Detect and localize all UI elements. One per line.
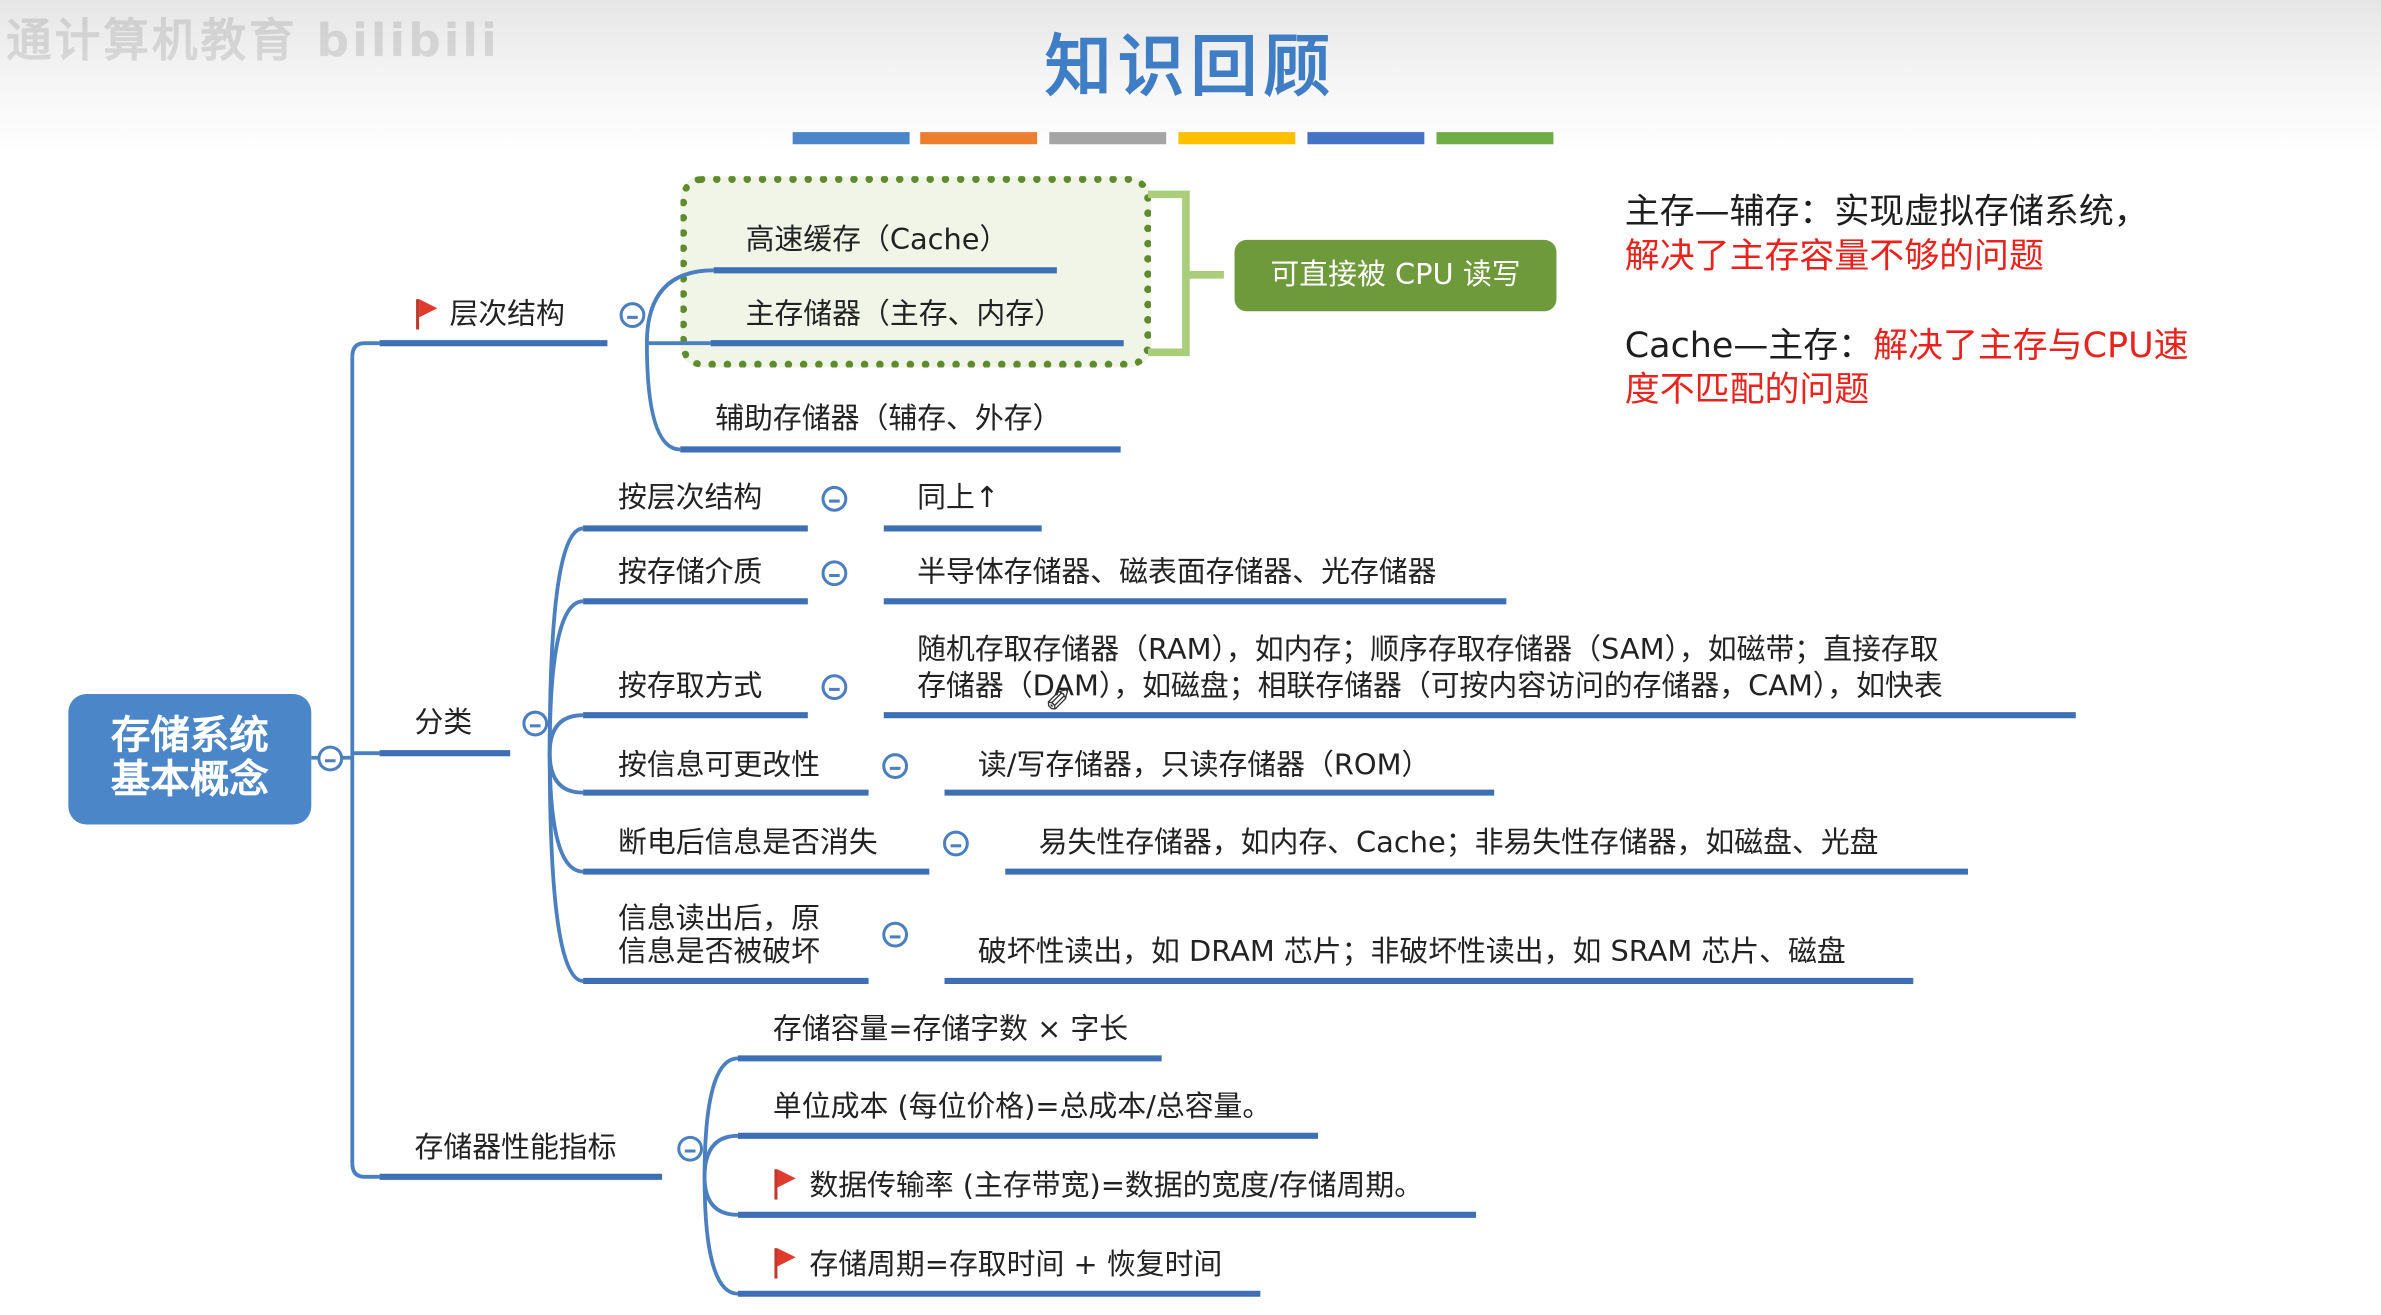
collapse-class-mutability-icon[interactable] (882, 753, 909, 779)
accent-bar-2 (920, 132, 1038, 145)
branch-classification[interactable]: 分类 (414, 706, 473, 740)
class-value-destructive: 破坏性读出，如 DRAM 芯片；非破坏性读出，如 SRAM 芯片、磁盘 (977, 935, 1846, 969)
collapse-class-volatility-icon[interactable] (942, 830, 969, 857)
accent-bar-3 (1049, 132, 1167, 145)
class-value-volatility: 易失性存储器，如内存、Cache；非易失性存储器，如磁盘、光盘 (1038, 826, 1879, 860)
collapse-classification-icon[interactable] (522, 710, 549, 737)
class-key-medium[interactable]: 按存储介质 (618, 555, 763, 590)
note-cache-main: Cache—主存：解决了主存与CPU速 (1625, 325, 2189, 369)
page-title: 知识回顾 (1044, 28, 1337, 107)
collapse-root-icon[interactable] (317, 745, 344, 772)
flag-icon (773, 1248, 796, 1279)
note-cache-main-red-line2: 度不匹配的问题 (1624, 370, 1870, 410)
accent-bar-1 (792, 132, 910, 145)
class-key-mutability[interactable]: 按信息可更改性 (618, 748, 821, 783)
accent-bar-6 (1436, 132, 1554, 145)
class-value-access-line1: 随机存取存储器（RAM），如内存；顺序存取存储器（SAM），如磁带；直接存取 (917, 633, 1939, 667)
note-main-secondary: 主存—辅存：实现虚拟存储系统， (1624, 192, 2149, 233)
accent-bar-4 (1178, 132, 1296, 145)
note-main-secondary-red: 解决了主存容量不够的问题 (1624, 236, 2044, 277)
collapse-class-hierarchy-icon[interactable] (821, 485, 848, 512)
note-cache-main-red: 解决了主存与CPU速 (1873, 326, 2189, 366)
title-bar: 通计算机教育 bilibili 知识回顾 (0, 0, 2381, 152)
hierarchy-item-cache[interactable]: 高速缓存（Cache） (745, 223, 1009, 257)
hierarchy-item-secondary-storage[interactable]: 辅助存储器（辅存、外存） (715, 402, 1062, 436)
class-key-destructive-line2[interactable]: 信息是否被破坏 (618, 935, 821, 969)
cpu-direct-access-note: 可直接被 CPU 读写 (1234, 239, 1557, 312)
root-node-line2: 基本概念 (110, 757, 269, 804)
class-key-access-method[interactable]: 按存取方式 (618, 669, 763, 704)
collapse-class-medium-icon[interactable] (821, 560, 848, 587)
collapse-class-access-icon[interactable] (821, 674, 848, 701)
note-cache-main-label: Cache—主存： (1624, 326, 1874, 366)
flag-icon (773, 1169, 796, 1200)
root-node-line1: 存储系统 (110, 713, 269, 760)
branch-hierarchy[interactable]: 层次结构 (449, 297, 565, 332)
class-value-access-line2: 存储器（DAM），如磁盘；相联存储器（可按内容访问的存储器，CAM），如快表 (917, 669, 1943, 704)
perf-item-unit-cost[interactable]: 单位成本 (每位价格)=总成本/总容量。 (772, 1090, 1272, 1124)
watermark: 通计算机教育 bilibili (6, 15, 500, 69)
pen-cursor-icon: ✐ (1044, 683, 1073, 722)
hierarchy-item-main-memory[interactable]: 主存储器（主存、内存） (745, 297, 1063, 332)
accent-bar-5 (1307, 132, 1425, 145)
collapse-performance-icon[interactable] (677, 1135, 704, 1162)
perf-item-cycle[interactable]: 存储周期=存取时间 + 恢复时间 (809, 1248, 1223, 1282)
flag-icon (415, 299, 438, 330)
class-value-medium: 半导体存储器、磁表面存储器、光存储器 (917, 555, 1437, 590)
class-key-volatility[interactable]: 断电后信息是否消失 (618, 826, 878, 860)
class-key-destructive-line1[interactable]: 信息读出后，原 (618, 901, 821, 936)
root-node[interactable]: 存储系统 基本概念 (68, 693, 312, 825)
collapse-hierarchy-icon[interactable] (619, 302, 646, 328)
class-value-mutability: 读/写存储器，只读存储器（ROM） (977, 748, 1431, 783)
perf-item-capacity[interactable]: 存储容量=存储字数 × 字长 (772, 1012, 1129, 1047)
perf-item-transfer-rate[interactable]: 数据传输率 (主存带宽)=数据的宽度/存储周期。 (809, 1169, 1424, 1203)
collapse-class-destructive-icon[interactable] (882, 921, 909, 948)
class-value-hierarchy: 同上↑ (917, 481, 1000, 515)
class-key-hierarchy[interactable]: 按层次结构 (618, 481, 763, 515)
branch-performance[interactable]: 存储器性能指标 (414, 1131, 617, 1165)
